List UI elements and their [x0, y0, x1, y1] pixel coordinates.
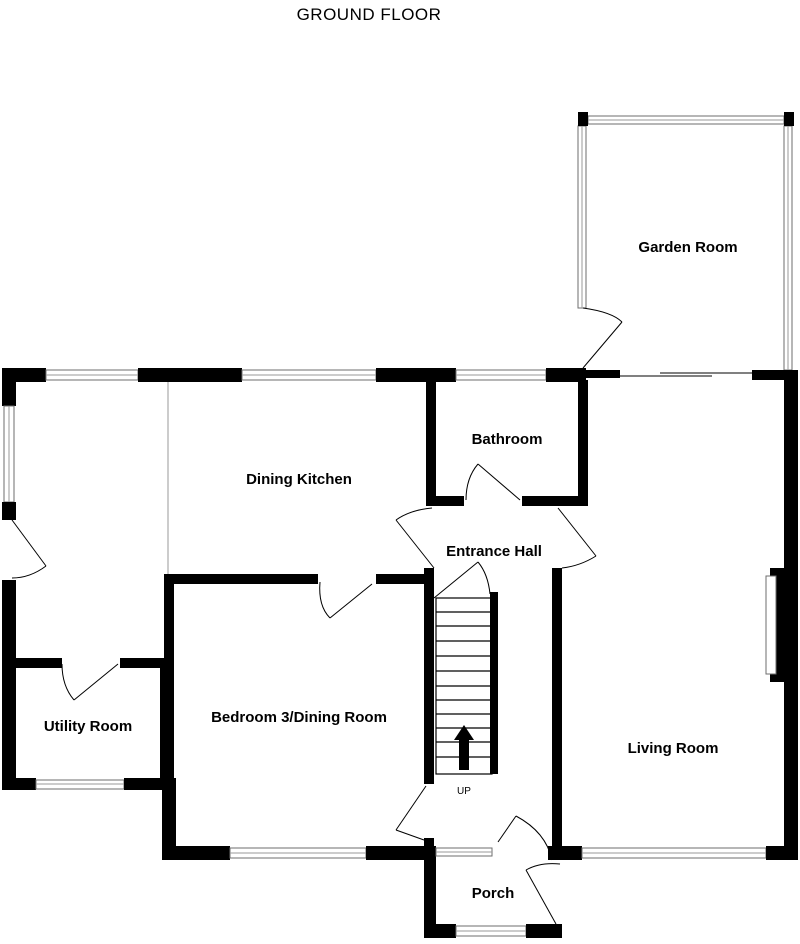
stairs-up-arrow-icon — [454, 725, 474, 770]
garden-room-structure — [577, 112, 794, 377]
room-label-entrance-hall: Entrance Hall — [446, 543, 542, 560]
exterior-walls — [2, 368, 798, 860]
interior-walls — [2, 380, 786, 938]
room-label-dining-kitchen: Dining Kitchen — [246, 471, 352, 488]
room-label-utility-room: Utility Room — [44, 718, 132, 735]
room-label-living-room: Living Room — [628, 740, 719, 757]
room-label-porch: Porch — [472, 885, 515, 902]
doors — [11, 463, 597, 925]
staircase — [435, 597, 493, 775]
room-label-garden-room: Garden Room — [638, 239, 737, 256]
floor-title: GROUND FLOOR — [297, 5, 442, 24]
room-label-bathroom: Bathroom — [472, 431, 543, 448]
stairs-up-label: UP — [457, 786, 471, 797]
room-label-bedroom-3: Bedroom 3/Dining Room — [211, 709, 387, 726]
